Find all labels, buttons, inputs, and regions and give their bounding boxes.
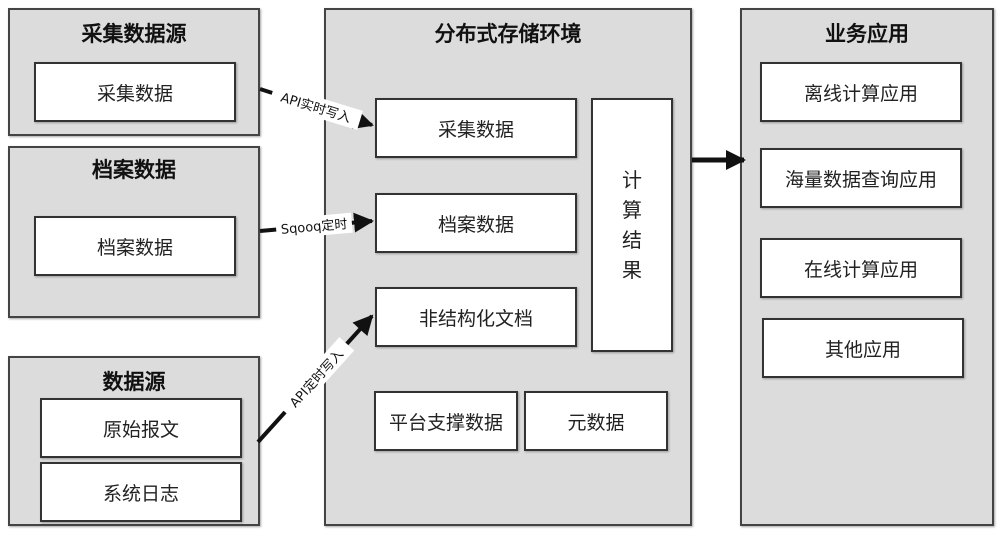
node-raw-message[interactable]: 原始报文	[40, 398, 242, 458]
group-title: 业务应用	[825, 22, 909, 46]
group-title: 采集数据源	[81, 22, 187, 46]
group-data-source: 数据源 原始报文 系统日志	[8, 356, 260, 526]
compute-result-char: 果	[622, 258, 642, 282]
node-mass-query-app[interactable]: 海量数据查询应用	[760, 148, 962, 208]
group-archive-source: 档案数据 档案数据	[8, 146, 260, 318]
node-collect-data[interactable]: 采集数据	[34, 62, 236, 122]
node-storage-archive-data[interactable]: 档案数据	[375, 193, 577, 253]
group-title: 档案数据	[92, 158, 176, 182]
compute-result-char: 算	[622, 198, 642, 222]
node-other-apps[interactable]: 其他应用	[762, 318, 964, 378]
group-title: 分布式存储环境	[434, 22, 582, 46]
node-system-log[interactable]: 系统日志	[40, 462, 242, 522]
node-storage-collect-data[interactable]: 采集数据	[375, 98, 577, 158]
group-distributed-storage: 分布式存储环境 采集数据 档案数据 非结构化文档 平台支撑数据 元数据 计 算 …	[324, 8, 692, 526]
group-business-apps: 业务应用 离线计算应用 海量数据查询应用 在线计算应用 其他应用	[740, 8, 994, 526]
compute-result-char: 结	[622, 228, 642, 252]
node-online-compute-app[interactable]: 在线计算应用	[760, 238, 962, 298]
compute-result-char: 计	[622, 168, 642, 192]
node-offline-compute-app[interactable]: 离线计算应用	[760, 62, 962, 122]
node-compute-result[interactable]: 计 算 结 果	[591, 98, 673, 352]
node-platform-support-data[interactable]: 平台支撑数据	[374, 391, 518, 451]
node-archive-data[interactable]: 档案数据	[34, 216, 236, 276]
group-title: 数据源	[102, 370, 166, 394]
node-unstructured-docs[interactable]: 非结构化文档	[375, 287, 577, 347]
group-collect-source: 采集数据源 采集数据	[8, 8, 260, 136]
node-metadata[interactable]: 元数据	[524, 391, 668, 451]
